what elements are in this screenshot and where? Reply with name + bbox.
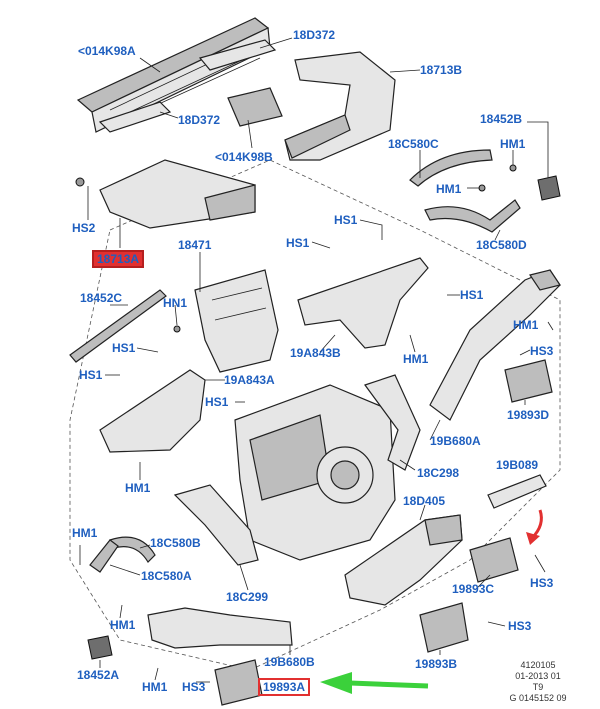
reference-line-3: T9: [532, 682, 544, 692]
part-18c299: [173, 484, 259, 566]
label-hs1-c: HS1: [112, 341, 136, 355]
part-18713a: [99, 159, 256, 229]
label-19b089: 19B089: [496, 458, 539, 472]
label-18713b: 18713B: [420, 63, 463, 77]
label-hs1-e: HS1: [79, 368, 103, 382]
label-18c580c: 18C580C: [388, 137, 439, 151]
label-19893d: 19893D: [507, 408, 550, 422]
label-hm1-h: HM1: [142, 680, 168, 694]
part-18452a: [87, 635, 113, 660]
part-18c298: [364, 374, 421, 471]
label-19b680a: 19B680A: [430, 434, 481, 448]
reference-line-1: 4120105: [520, 660, 556, 670]
part-18d372-mid: [98, 101, 172, 133]
label-hs1-b: HS1: [286, 236, 310, 250]
red-arrow: [526, 509, 543, 545]
label-hm1-b: HM1: [436, 182, 462, 196]
label-18d372-top: 18D372: [293, 28, 336, 42]
label-hn1: HN1: [163, 296, 188, 310]
part-18c580d: [424, 199, 521, 233]
hvac-housing: [234, 384, 396, 561]
label-hm1-c: HM1: [513, 318, 539, 332]
label-19893a: 19893A: [258, 678, 311, 696]
part-19b089: [487, 474, 547, 509]
part-18471: [194, 269, 279, 373]
label-19893b: 19893B: [415, 657, 458, 671]
label-18c299: 18C299: [226, 590, 269, 604]
part-18713b: [284, 51, 396, 161]
label-hs2: HS2: [72, 221, 96, 235]
part-18c580b: [109, 536, 156, 563]
label-hs3-b: HS3: [530, 576, 554, 590]
label-18713a: 18713A: [92, 250, 145, 268]
label-18c580b: 18C580B: [150, 536, 201, 550]
reference-line-4: G 0145152 09: [509, 693, 567, 703]
label-18c580a: 18C580A: [141, 569, 192, 583]
label-hs3-c: HS3: [508, 619, 532, 633]
label-hm1-a: HM1: [500, 137, 526, 151]
part-19893a: [214, 659, 263, 706]
label-hm1-f: HM1: [72, 526, 98, 540]
label-19a843b: 19A843B: [290, 346, 341, 360]
label-19a843a: 19A843A: [224, 373, 275, 387]
label-18452c: 18452C: [80, 291, 123, 305]
part-19b680b: [147, 607, 293, 649]
label-hs1-a: HS1: [334, 213, 358, 227]
part-18d405: [344, 514, 463, 606]
fastener-hn1: [173, 325, 181, 333]
label-014k98b: <014K98B: [215, 150, 273, 164]
leader-lines: [79, 37, 554, 683]
part-19893b: [419, 602, 469, 653]
part-19a843b: [297, 257, 429, 349]
label-hm1-d: HM1: [403, 352, 429, 366]
assembly-outline: [69, 159, 561, 671]
label-18d372-mid: 18D372: [178, 113, 221, 127]
label-18452b: 18452B: [480, 112, 523, 126]
part-18c580c: [409, 149, 493, 187]
label-19893c: 19893C: [452, 582, 495, 596]
screw-hs2: [75, 177, 85, 187]
label-hs1-f: HS1: [205, 395, 229, 409]
part-18c580a: [89, 539, 119, 573]
part-18452c: [69, 289, 167, 363]
part-18452b: [537, 175, 561, 201]
fastener-hm1-a: [509, 164, 517, 172]
label-hm1-g: HM1: [110, 618, 136, 632]
label-18471: 18471: [178, 238, 212, 252]
part-19893c: [469, 537, 519, 583]
part-19a843a: [99, 369, 206, 453]
reference-block: 4120105 01-2013 01 T9 G 0145152 09: [498, 660, 578, 704]
green-arrow: [320, 672, 429, 694]
label-hs3-a: HS3: [530, 344, 554, 358]
label-18c298: 18C298: [417, 466, 460, 480]
label-18452a: 18452A: [77, 668, 120, 682]
part-19893d: [504, 359, 553, 403]
label-19b680b: 19B680B: [264, 655, 315, 669]
part-014k98b: [227, 87, 283, 127]
label-18c580d: 18C580D: [476, 238, 527, 252]
label-014k98a: <014K98A: [78, 44, 136, 58]
label-hm1-e: HM1: [125, 481, 151, 495]
label-hs3-d: HS3: [182, 680, 206, 694]
part-18d372-top: [198, 39, 277, 71]
part-19b680a: [429, 269, 561, 421]
label-hs1-d: HS1: [460, 288, 484, 302]
reference-line-2: 01-2013 01: [515, 671, 561, 681]
label-18d405: 18D405: [403, 494, 446, 508]
